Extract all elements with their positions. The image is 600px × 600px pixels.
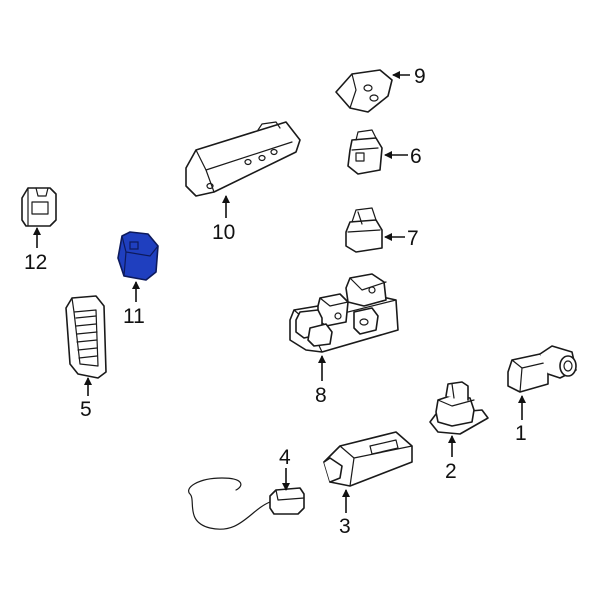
callout-2: 2	[445, 460, 457, 483]
callout-1: 1	[515, 422, 527, 445]
callout-5: 5	[80, 398, 92, 421]
part-2-sensor[interactable]	[429, 381, 489, 435]
part-5-panel[interactable]	[65, 295, 107, 379]
callout-11: 11	[123, 305, 145, 328]
callout-12: 12	[24, 251, 47, 274]
callout-6: 6	[410, 145, 422, 168]
callout-7: 7	[407, 227, 419, 250]
part-8-master-window-switch[interactable]	[289, 273, 399, 353]
part-11-switch-highlighted[interactable]	[117, 231, 159, 281]
part-10-trim-panel[interactable]	[185, 121, 301, 197]
part-1-connector[interactable]	[507, 345, 577, 393]
callout-10: 10	[212, 221, 235, 244]
part-7-switch[interactable]	[345, 207, 383, 253]
part-9-switch-bracket[interactable]	[335, 69, 393, 113]
callout-4: 4	[279, 446, 291, 469]
part-6-switch[interactable]	[347, 129, 383, 175]
callout-3: 3	[339, 515, 351, 538]
callout-9: 9	[414, 65, 426, 88]
part-3-module[interactable]	[323, 431, 413, 487]
callout-8: 8	[315, 384, 327, 407]
part-12-connector[interactable]	[21, 187, 57, 227]
